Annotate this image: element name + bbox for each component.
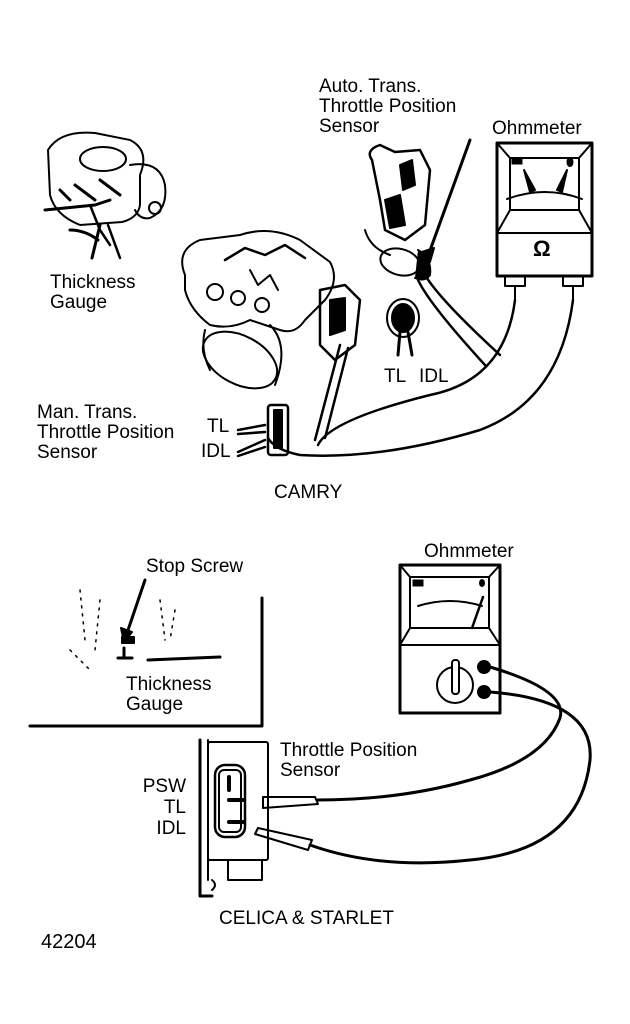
camry-ohmmeter-label: Ohmmeter [492,118,582,139]
celica-ohmmeter-label: Ohmmeter [424,541,514,562]
celica-thickness-gauge-label-line2: Gauge [126,694,184,715]
figure-id: 42204 [41,931,97,953]
celica-test-leads [254,665,592,865]
celica-ohmmeter-drawing [398,563,502,715]
camry-ohmmeter-drawing [495,141,594,301]
man-tps-label-line2: Throttle Position [37,422,175,443]
round-connector-drawing [386,298,420,357]
auto-tps-label-line2: Throttle Position [319,96,457,117]
man-tps-label-line3: Sensor [37,442,98,463]
auto-tps-drawing [364,138,472,281]
man-tps-label-line1: Man. Trans. [37,402,138,423]
auto-tps-label-line3: Sensor [319,116,380,137]
idl-terminal-label: IDL [156,818,186,839]
auto-tps-label-line1: Auto. Trans. [319,76,422,97]
psw-terminal-label: PSW [142,776,186,797]
man-tps-idl-label: IDL [201,441,231,462]
celica-tps-label-line2: Sensor [280,760,341,781]
celica-starlet-caption: CELICA & STARLET [219,908,394,929]
camry-thickness-gauge-label-line1: Thickness [50,272,136,293]
ohm-symbol-icon: Ω [533,236,551,261]
celica-tps-drawing [198,738,269,898]
stop-screw-label: Stop Screw [146,556,244,577]
round-connector-tl-label: TL [384,366,407,387]
camry-thickness-gauge-label-line2: Gauge [50,292,108,313]
camry-caption: CAMRY [274,482,343,503]
round-connector-idl-label: IDL [419,366,449,387]
celica-thickness-gauge-label-line1: Thickness [126,674,212,695]
stop-screw-inset-drawing [28,578,264,728]
throttle-body-inset-drawing [43,131,167,260]
celica-tps-label-line1: Throttle Position [280,740,418,761]
camry-throttle-body-drawing [181,230,362,390]
tl-terminal-label: TL [163,797,186,818]
man-tps-connector-drawing [236,403,290,458]
man-tps-tl-label: TL [207,416,230,437]
